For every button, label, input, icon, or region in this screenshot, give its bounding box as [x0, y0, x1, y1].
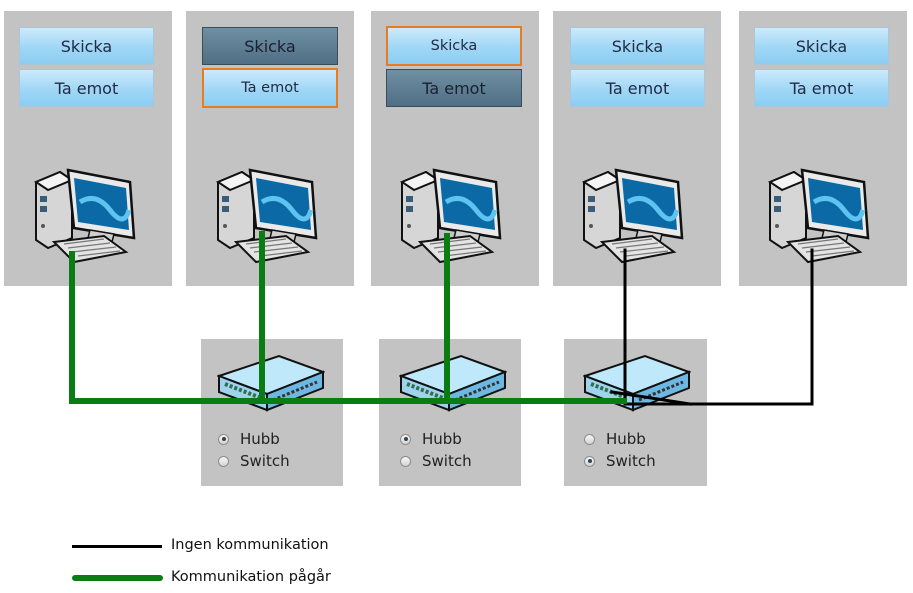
radio-label: Switch — [606, 452, 656, 470]
device-1-option-switch[interactable]: Switch — [218, 452, 290, 470]
receive-button-1[interactable]: Ta emot — [19, 69, 154, 107]
wire-black-segment — [610, 390, 692, 406]
legend-communication-label: Kommunikation pågår — [171, 569, 331, 585]
receive-button-4[interactable]: Ta emot — [570, 69, 705, 107]
send-button-1[interactable]: Skicka — [19, 27, 154, 65]
desktop-computer-icon — [582, 168, 684, 264]
desktop-computer-icon — [768, 168, 870, 264]
radio-button[interactable] — [400, 455, 411, 467]
radio-button[interactable] — [218, 433, 229, 445]
device-2-option-hubb[interactable]: Hubb — [400, 430, 462, 448]
wire-black-segment — [623, 248, 814, 406]
device-2-option-switch[interactable]: Switch — [400, 452, 472, 470]
network-hub-icon — [399, 354, 507, 412]
radio-button[interactable] — [218, 455, 229, 467]
device-3-option-hubb[interactable]: Hubb — [584, 430, 646, 448]
radio-label: Hubb — [422, 430, 462, 448]
radio-button[interactable] — [400, 433, 411, 445]
send-button-4[interactable]: Skicka — [570, 27, 705, 65]
radio-label: Hubb — [606, 430, 646, 448]
send-button-3[interactable]: Skicka — [386, 26, 522, 66]
send-button-5[interactable]: Skicka — [754, 27, 889, 65]
desktop-computer-icon — [216, 168, 318, 264]
receive-button-3[interactable]: Ta emot — [386, 69, 522, 107]
send-button-2[interactable]: Skicka — [202, 27, 338, 65]
receive-button-5[interactable]: Ta emot — [754, 69, 889, 107]
device-1-option-hubb[interactable]: Hubb — [218, 430, 280, 448]
legend-communication-line — [72, 575, 163, 581]
legend-no-communication-label: Ingen kommunikation — [171, 537, 329, 553]
radio-button[interactable] — [584, 455, 595, 467]
radio-label: Hubb — [240, 430, 280, 448]
wire-green-segment — [69, 251, 627, 404]
device-3-option-switch[interactable]: Switch — [584, 452, 656, 470]
desktop-computer-icon — [400, 168, 502, 264]
radio-label: Switch — [422, 452, 472, 470]
legend-no-communication-line — [72, 545, 162, 548]
receive-button-2[interactable]: Ta emot — [202, 68, 338, 108]
radio-label: Switch — [240, 452, 290, 470]
radio-button[interactable] — [584, 433, 595, 445]
